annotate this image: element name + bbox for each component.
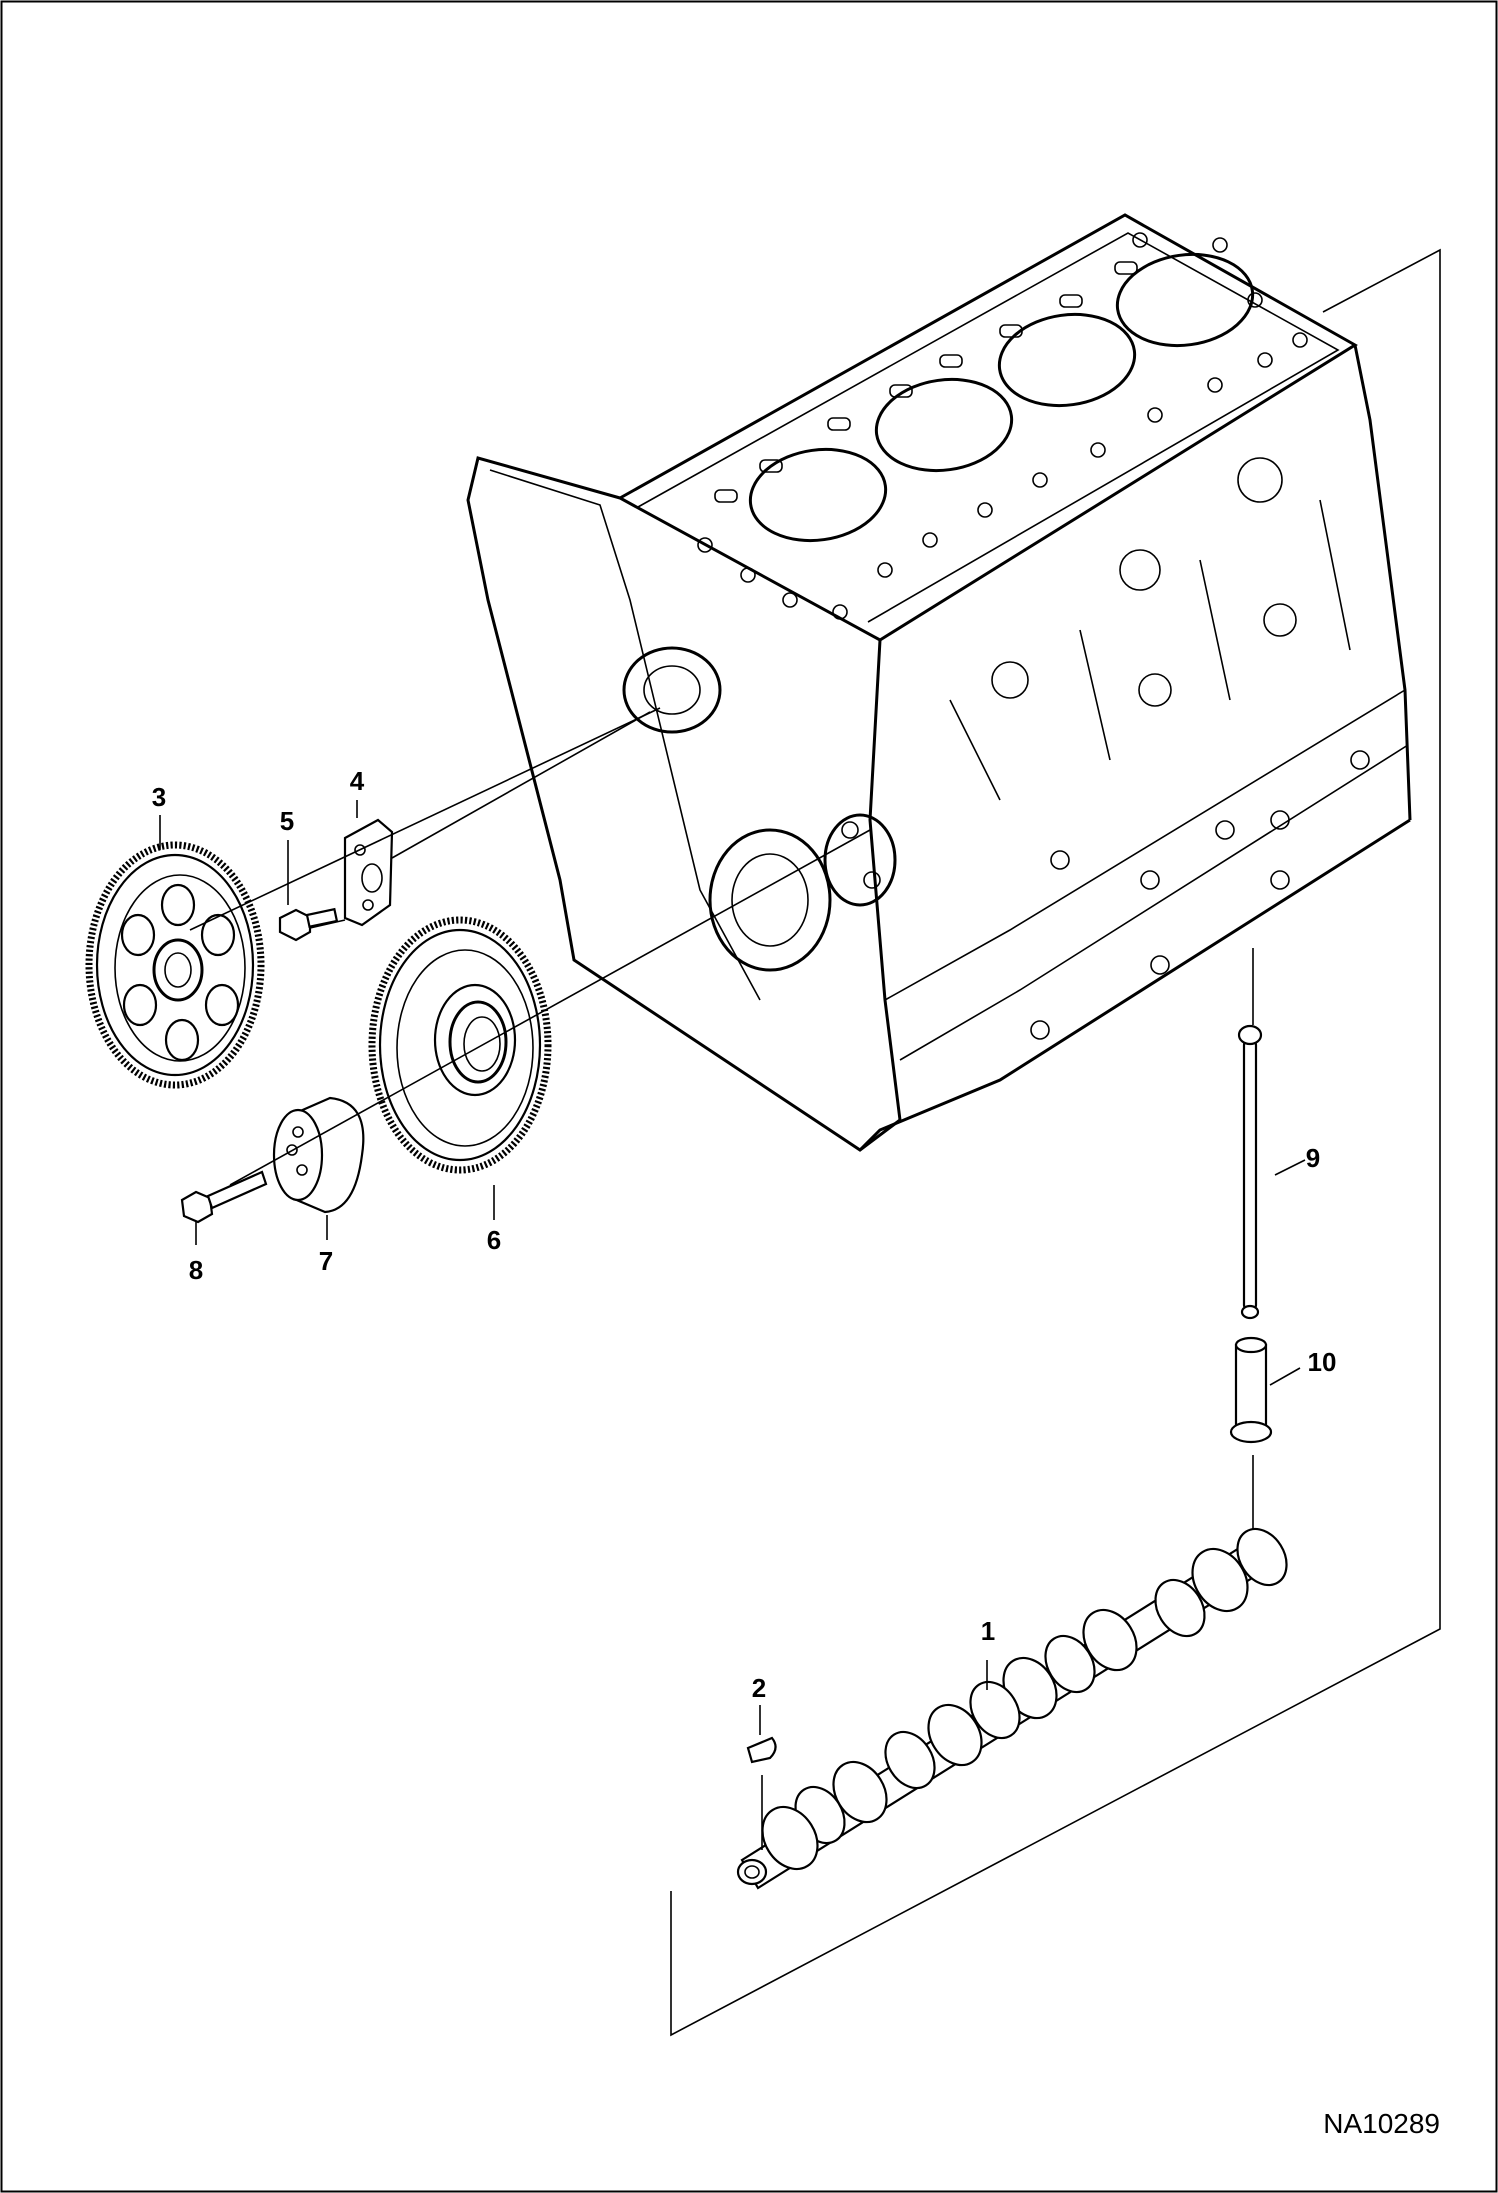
callout-2: 2 xyxy=(752,1673,766,1703)
push-rod-icon xyxy=(1237,1024,1263,1320)
callout-8: 8 xyxy=(189,1255,203,1285)
engine-block-icon xyxy=(466,213,1412,1152)
callout-leaders xyxy=(159,800,1306,1735)
idler-shaft-icon xyxy=(272,1096,365,1214)
bolt-icon xyxy=(180,1170,268,1224)
assembly-lines xyxy=(189,707,1254,1850)
callout-7: 7 xyxy=(319,1246,333,1276)
assembly-frame xyxy=(670,248,1441,2037)
figure-id: NA10289 xyxy=(1323,2108,1440,2139)
callout-1: 1 xyxy=(981,1616,995,1646)
callout-6: 6 xyxy=(487,1225,501,1255)
idler-gear-icon xyxy=(85,841,265,1089)
callout-9: 9 xyxy=(1306,1143,1320,1173)
woodruff-key-icon xyxy=(746,1736,777,1764)
callout-4: 4 xyxy=(350,766,365,796)
camshaft-icon xyxy=(736,1527,1288,1890)
callout-5: 5 xyxy=(280,806,294,836)
cam-gear-icon xyxy=(368,916,552,1174)
bolt-icon xyxy=(278,907,339,942)
callout-10: 10 xyxy=(1308,1347,1337,1377)
tappet-icon xyxy=(1229,1336,1273,1444)
callout-3: 3 xyxy=(152,782,166,812)
thrust-plate-icon xyxy=(343,818,394,927)
